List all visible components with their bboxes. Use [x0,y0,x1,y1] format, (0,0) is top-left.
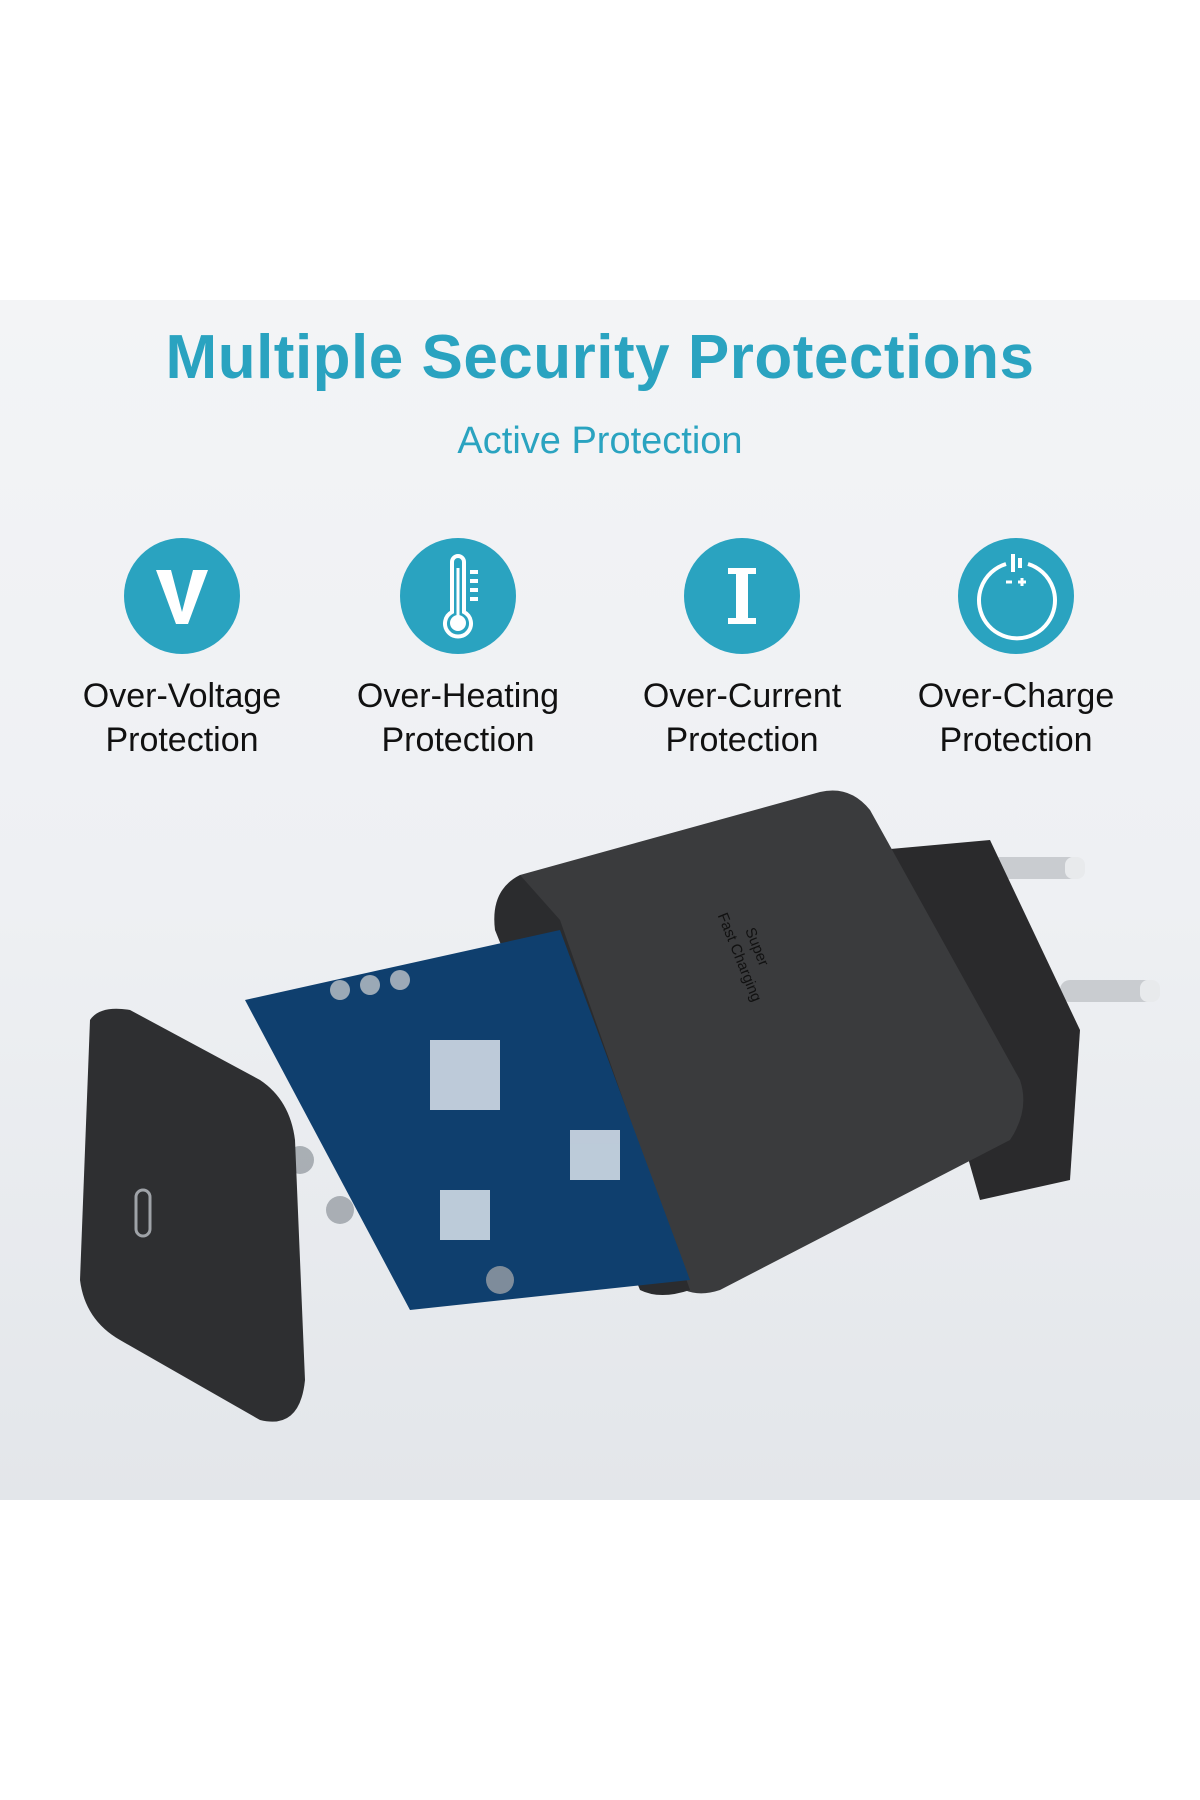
usb-c-port-icon [134,1188,152,1238]
page-title: Multiple Security Protections [165,323,1035,392]
feature-label: Over-Heating [356,677,560,715]
feature-label: Over-Current [642,677,842,715]
charger-cover [80,1008,305,1422]
plug-pins [990,857,1160,1002]
circuit-board [245,930,690,1310]
feature-label: Protection [381,721,535,759]
page-subtitle: Active Protection [457,420,743,462]
feature-label: Over-Voltage [82,677,282,715]
feature-label: Over-Charge [917,677,1115,715]
feature-label: Protection [105,721,259,759]
current-i-icon [684,538,800,654]
thermometer-icon [400,538,516,654]
feature-label: Protection [665,721,819,759]
charger-illustration: Super Fast Charging [80,790,1160,1422]
voltage-v-icon [124,538,240,654]
battery-charge-icon [958,538,1074,654]
feature-label: Protection [939,721,1093,759]
